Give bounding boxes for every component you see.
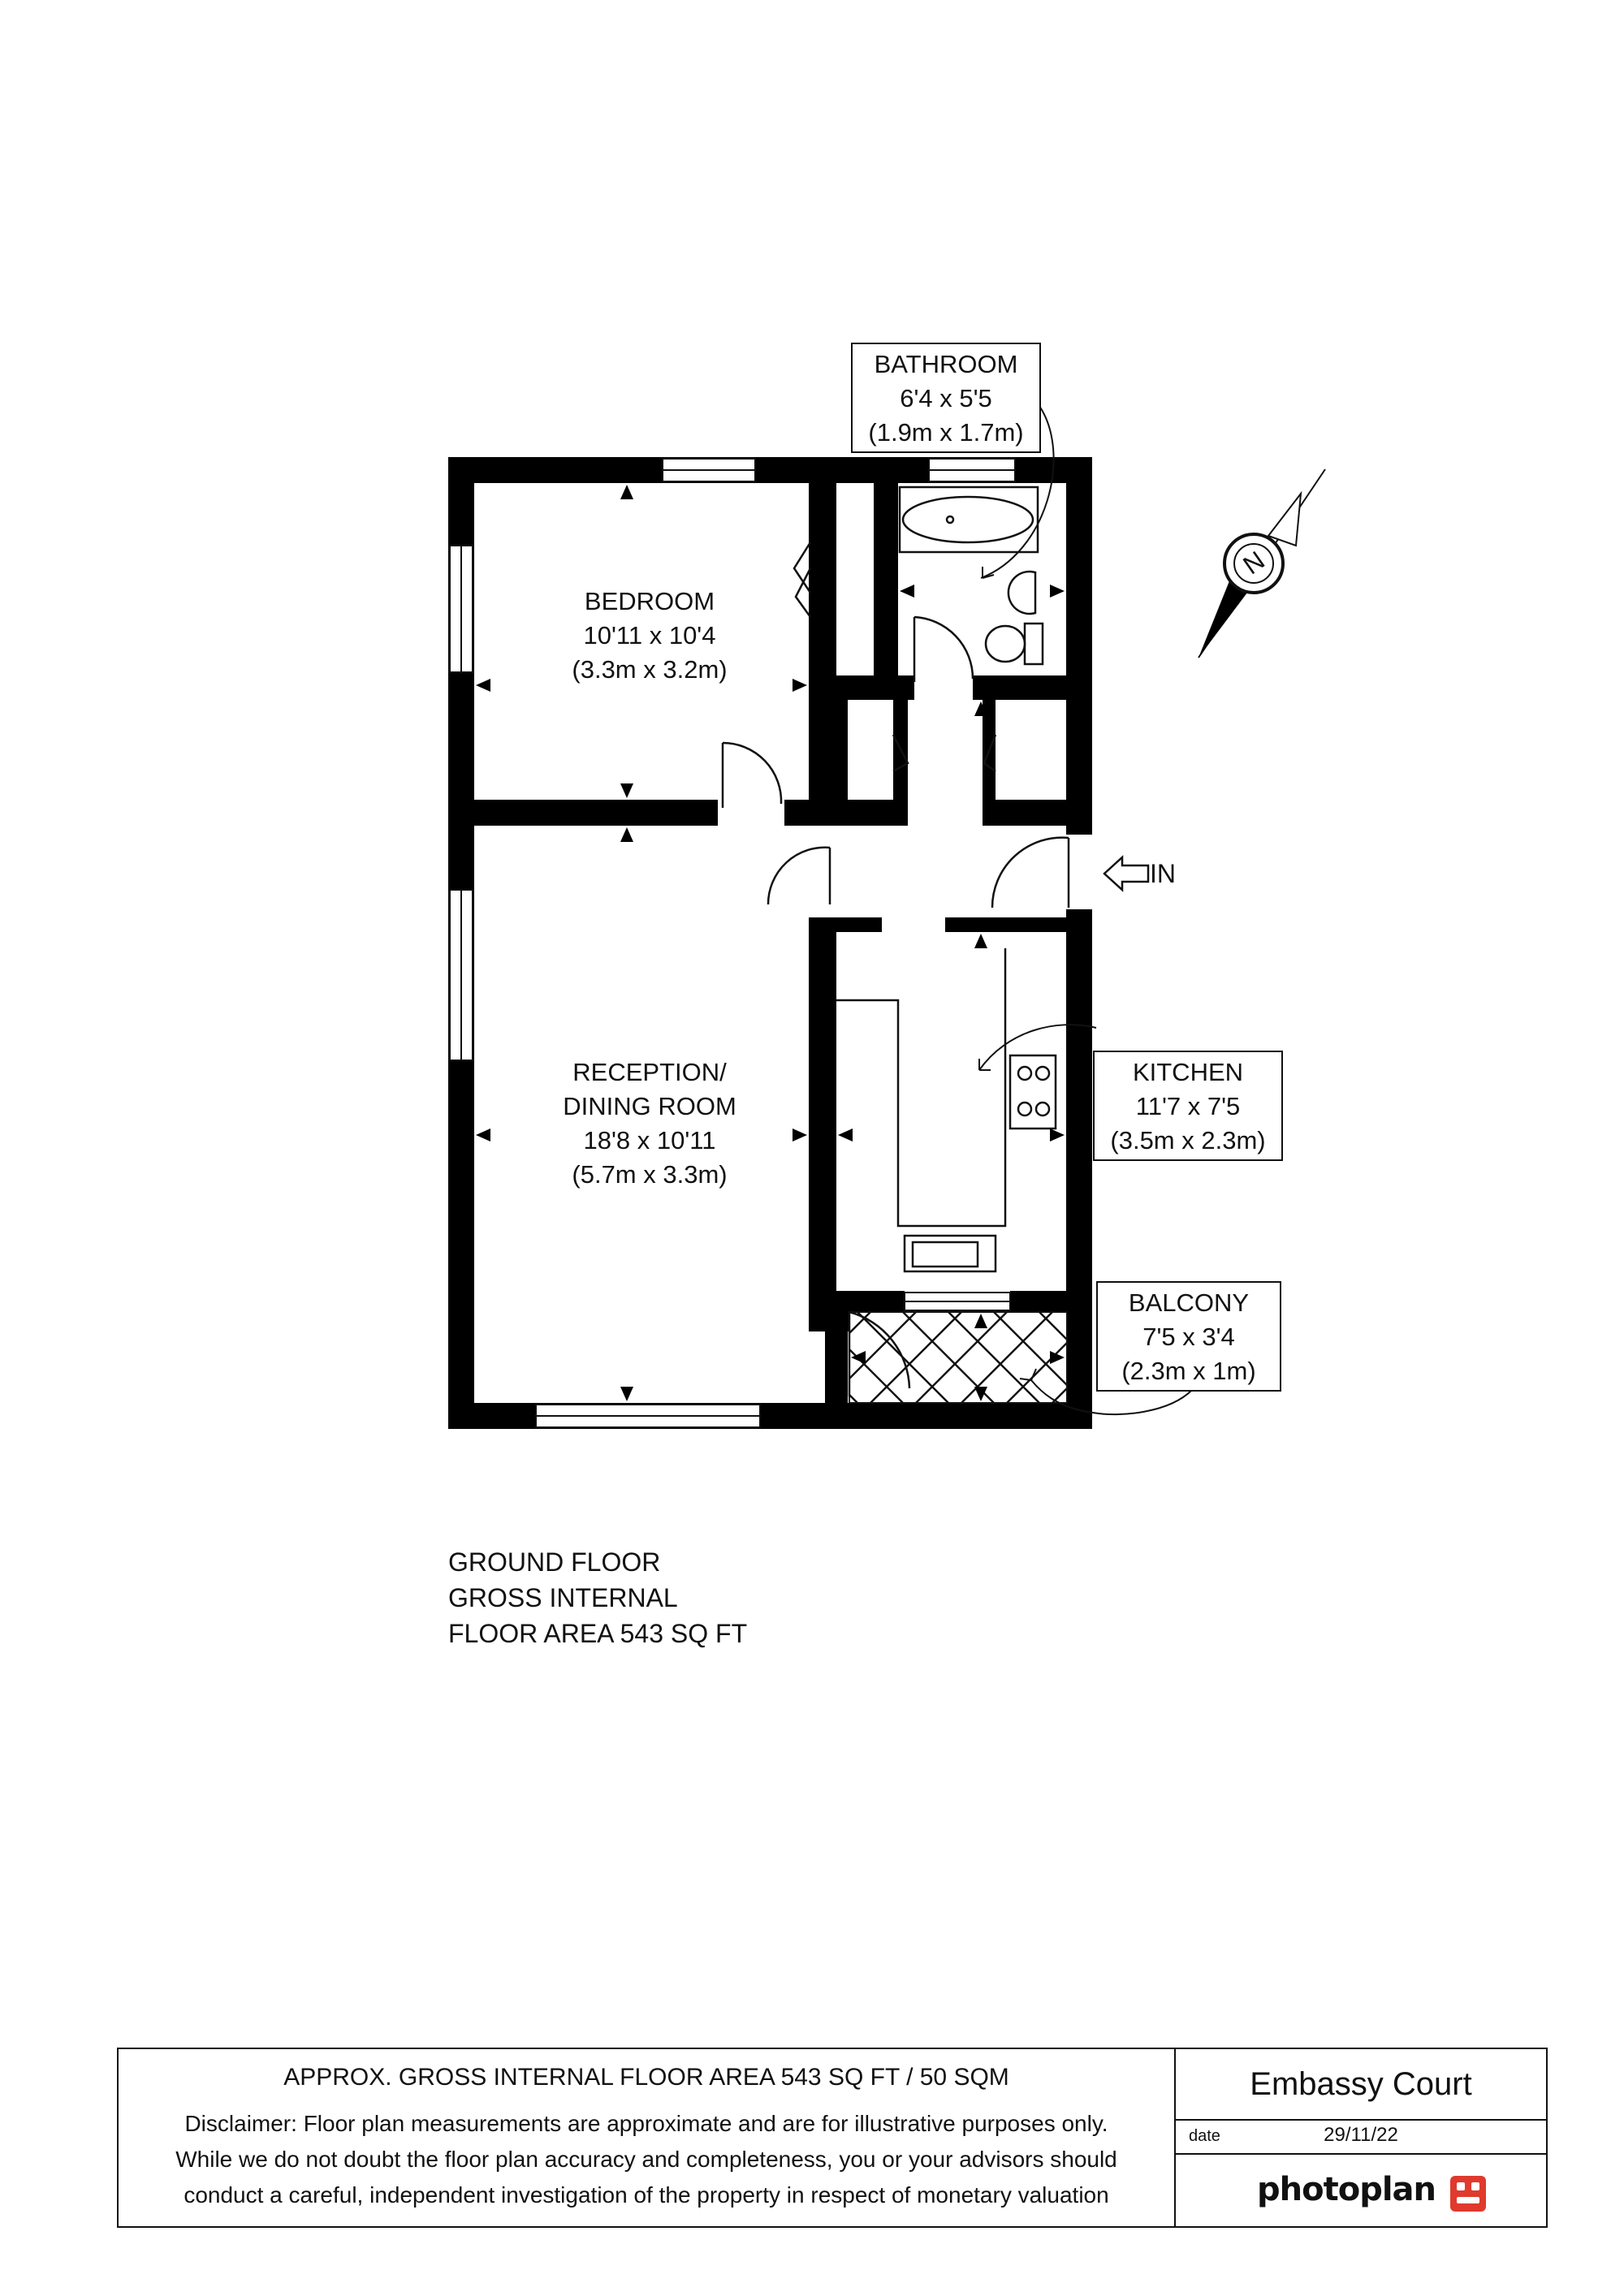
floor-summary-line1: GROUND FLOOR — [448, 1547, 661, 1577]
compass-icon — [1198, 468, 1326, 658]
date-value: 29/11/22 — [1324, 2124, 1398, 2146]
bathroom-callout: BATHROOM 6'4 x 5'5 (1.9m x 1.7m) — [851, 343, 1041, 453]
bathroom-dims-metric: (1.9m x 1.7m) — [868, 418, 1024, 447]
fixtures — [836, 486, 1057, 1273]
entrance-label: IN — [1150, 859, 1176, 888]
date-row: date 29/11/22 — [1176, 2121, 1546, 2155]
windows — [449, 458, 1016, 1428]
bathroom-name: BATHROOM — [874, 350, 1018, 378]
reception-name-line2: DINING ROOM — [563, 1092, 736, 1120]
balcony-hatch — [849, 1311, 1068, 1404]
floor-summary-line2: GROSS INTERNAL — [448, 1583, 678, 1612]
entrance-arrow — [1103, 855, 1150, 892]
balcony-dims-metric: (2.3m x 1m) — [1121, 1357, 1256, 1385]
footer-box: APPROX. GROSS INTERNAL FLOOR AREA 543 SQ… — [117, 2048, 1548, 2228]
reception-label: RECEPTION/ DINING ROOM 18'8 x 10'11 (5.7… — [520, 1055, 780, 1192]
kitchen-name: KITCHEN — [1132, 1058, 1244, 1086]
bedroom-dims-imperial: 10'11 x 10'4 — [583, 621, 716, 650]
floor-summary: GROUND FLOOR GROSS INTERNAL FLOOR AREA 5… — [448, 1544, 747, 1651]
disclaimer-line2: While we do not doubt the floor plan acc… — [175, 2147, 1117, 2172]
brand-text: photoplan — [1257, 2171, 1436, 2208]
bedroom-label: BEDROOM 10'11 x 10'4 (3.3m x 3.2m) — [520, 585, 780, 687]
date-label: date — [1189, 2127, 1220, 2145]
disclaimer: Disclaimer: Floor plan measurements are … — [122, 2106, 1171, 2213]
reception-dims-metric: (5.7m x 3.3m) — [572, 1160, 728, 1189]
callout-leaders — [978, 405, 1193, 1416]
bedroom-dims-metric: (3.3m x 3.2m) — [572, 655, 728, 684]
bathroom-dims-imperial: 6'4 x 5'5 — [900, 384, 992, 412]
reception-dims-imperial: 18'8 x 10'11 — [583, 1126, 716, 1154]
reception-name-line1: RECEPTION/ — [572, 1058, 727, 1086]
bedroom-name: BEDROOM — [584, 587, 715, 615]
photoplan-logo-icon — [1450, 2176, 1486, 2212]
disclaimer-line3: conduct a careful, independent investiga… — [184, 2182, 1109, 2208]
brand-logo: photoplan — [1176, 2155, 1546, 2226]
kitchen-dims-imperial: 11'7 x 7'5 — [1135, 1092, 1241, 1120]
balcony-callout: BALCONY 7'5 x 3'4 (2.3m x 1m) — [1096, 1281, 1281, 1392]
footer-info: APPROX. GROSS INTERNAL FLOOR AREA 543 SQ… — [119, 2049, 1176, 2226]
disclaimer-line1: Disclaimer: Floor plan measurements are … — [184, 2111, 1108, 2136]
area-text: APPROX. GROSS INTERNAL FLOOR AREA 543 SQ… — [283, 2064, 1009, 2091]
measurement-arrows — [476, 485, 1065, 1401]
kitchen-dims-metric: (3.5m x 2.3m) — [1110, 1126, 1266, 1154]
floor-summary-line3: FLOOR AREA 543 SQ FT — [448, 1619, 748, 1648]
kitchen-callout: KITCHEN 11'7 x 7'5 (3.5m x 2.3m) — [1093, 1051, 1283, 1161]
balcony-name: BALCONY — [1128, 1288, 1250, 1317]
balcony-dims-imperial: 7'5 x 3'4 — [1142, 1323, 1235, 1351]
property-name: Embassy Court — [1176, 2049, 1546, 2121]
